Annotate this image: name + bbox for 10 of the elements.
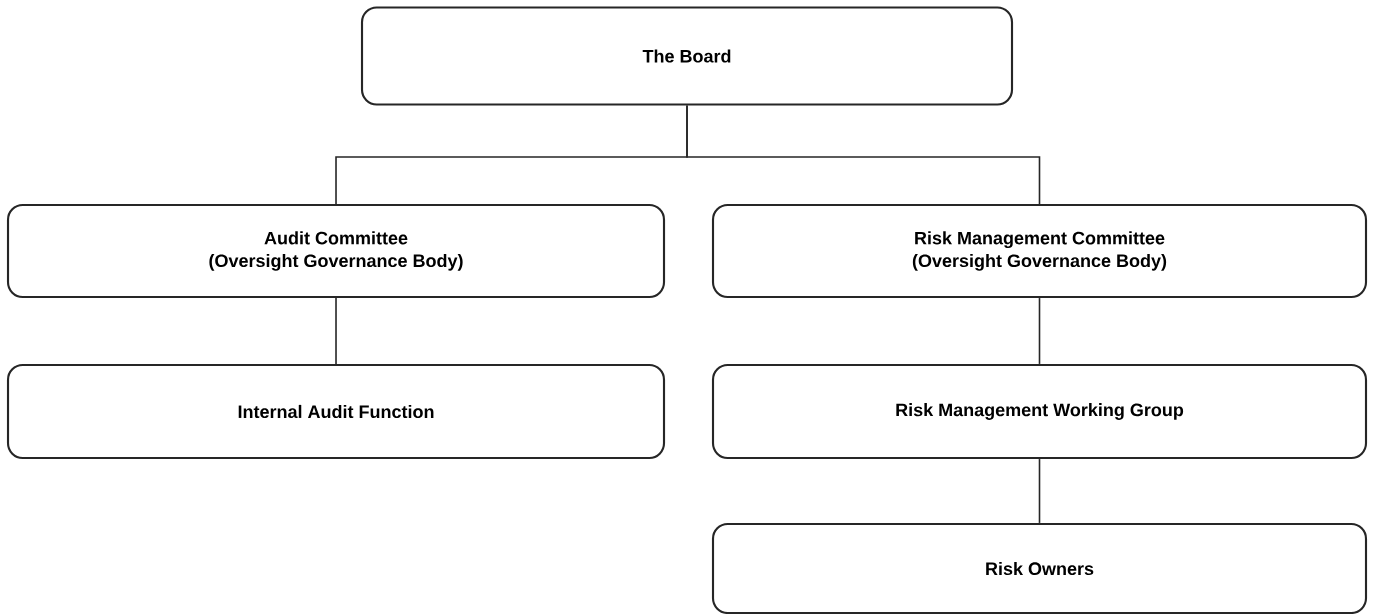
connector-line (686, 104, 1041, 205)
connector-line (1038, 458, 1041, 524)
org-box: Audit Committee (Oversight Governance Body) (6, 203, 666, 299)
connector-line (335, 297, 337, 365)
org-box: The Board (360, 6, 1014, 106)
org-box: Risk Management Committee (Oversight Governance Body) (711, 203, 1368, 299)
connector-line (1038, 297, 1041, 365)
org-box: Risk Management Working Group (711, 363, 1368, 460)
org-box: Risk Owners (711, 522, 1368, 614)
org-box: Internal Audit Function (6, 363, 666, 460)
